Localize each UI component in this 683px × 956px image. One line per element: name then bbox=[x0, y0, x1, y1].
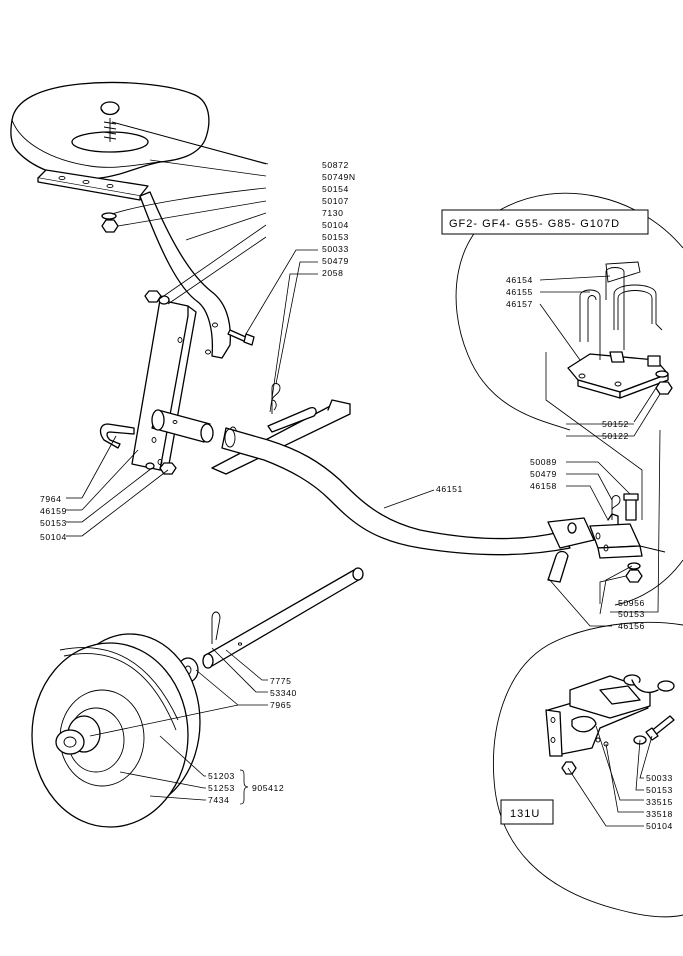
label-inset-nut: 50122 bbox=[602, 431, 629, 441]
label-rim: 51253 bbox=[208, 783, 235, 793]
label-pin-a: 50089 bbox=[530, 457, 557, 467]
label-hub: 7434 bbox=[208, 795, 230, 805]
label-nut-b: 50104 bbox=[322, 220, 349, 230]
label-seat-plate: 50749N bbox=[322, 172, 356, 182]
label-tire: 51203 bbox=[208, 771, 235, 781]
label-inset2-bolt: 50033 bbox=[646, 773, 673, 783]
label-nut-a: 50107 bbox=[322, 196, 349, 206]
label-inset2-part-b: 33518 bbox=[646, 809, 673, 819]
label-inset-ubolt-a: 46154 bbox=[506, 275, 533, 285]
label-inset2-part-a: 33515 bbox=[646, 797, 673, 807]
label-clamp: 46158 bbox=[530, 481, 557, 491]
r-clip bbox=[271, 383, 281, 414]
label-bolt-a: 50033 bbox=[322, 244, 349, 254]
label-group: 905412 bbox=[252, 783, 284, 793]
label-washer-a: 50154 bbox=[322, 184, 349, 194]
label-inset-ubolt-b: 46155 bbox=[506, 287, 533, 297]
label-seat-post: 7130 bbox=[322, 208, 344, 218]
label-inset2-nut: 50104 bbox=[646, 821, 673, 831]
axle bbox=[202, 567, 364, 669]
inset-circle-top-b bbox=[614, 559, 683, 606]
variant-box bbox=[500, 799, 554, 825]
hitch-pin-top bbox=[611, 493, 639, 521]
label-seat: 50872 bbox=[322, 160, 349, 170]
main-arm bbox=[221, 427, 571, 556]
label-axle: 7775 bbox=[270, 676, 292, 686]
label-r-clip-a: 50479 bbox=[322, 256, 349, 266]
hitch-pin bbox=[547, 550, 569, 583]
u-bolt bbox=[99, 423, 177, 475]
bolt bbox=[227, 329, 255, 346]
inset-circle-top bbox=[455, 192, 683, 431]
label-nut-c: 50104 bbox=[40, 532, 67, 542]
bracket-top-nuts bbox=[144, 290, 170, 305]
inset-bracket-assembly bbox=[567, 261, 673, 399]
seat-washer-nut bbox=[101, 212, 119, 233]
model-box bbox=[441, 209, 649, 235]
foot-rest bbox=[211, 399, 351, 475]
hitch-nut bbox=[625, 562, 643, 583]
label-nut-d: 50956 bbox=[618, 598, 645, 608]
label-foot-rest: 2058 bbox=[322, 268, 344, 278]
seat bbox=[10, 81, 210, 180]
part-labels: 50872 50749N 50154 50107 7130 50104 5015… bbox=[40, 160, 673, 831]
leader-lines bbox=[66, 121, 661, 827]
label-pin-b: 53340 bbox=[270, 688, 297, 698]
inset-circle-bottom bbox=[493, 621, 683, 918]
hitch-clamp bbox=[547, 513, 666, 559]
inset2-bracket bbox=[545, 674, 675, 775]
label-inset-washer: 50152 bbox=[602, 419, 629, 429]
seat-post bbox=[139, 191, 231, 359]
model-box-text: GF2- GF4- G55- G85- G107D bbox=[449, 218, 620, 230]
label-spacer: 7965 bbox=[270, 700, 292, 710]
label-washer-c: 50153 bbox=[40, 518, 67, 528]
bracket-tube bbox=[151, 409, 214, 443]
label-u-bolt: 7964 bbox=[40, 494, 62, 504]
axle-pin bbox=[211, 611, 221, 644]
label-main-arm: 46151 bbox=[436, 484, 463, 494]
label-hitch-pin: 46156 bbox=[618, 621, 645, 631]
seat-bracket bbox=[131, 299, 197, 471]
label-r-clip-b: 50479 bbox=[530, 469, 557, 479]
variant-box-text: 131U bbox=[510, 808, 540, 820]
seat-plate bbox=[37, 169, 149, 201]
label-inset2-washer: 50153 bbox=[646, 785, 673, 795]
label-washer-d: 50153 bbox=[618, 609, 645, 619]
label-washer-b: 50153 bbox=[322, 232, 349, 242]
wheel bbox=[31, 633, 201, 828]
label-bracket: 46159 bbox=[40, 506, 67, 516]
label-inset-plate: 46157 bbox=[506, 299, 533, 309]
